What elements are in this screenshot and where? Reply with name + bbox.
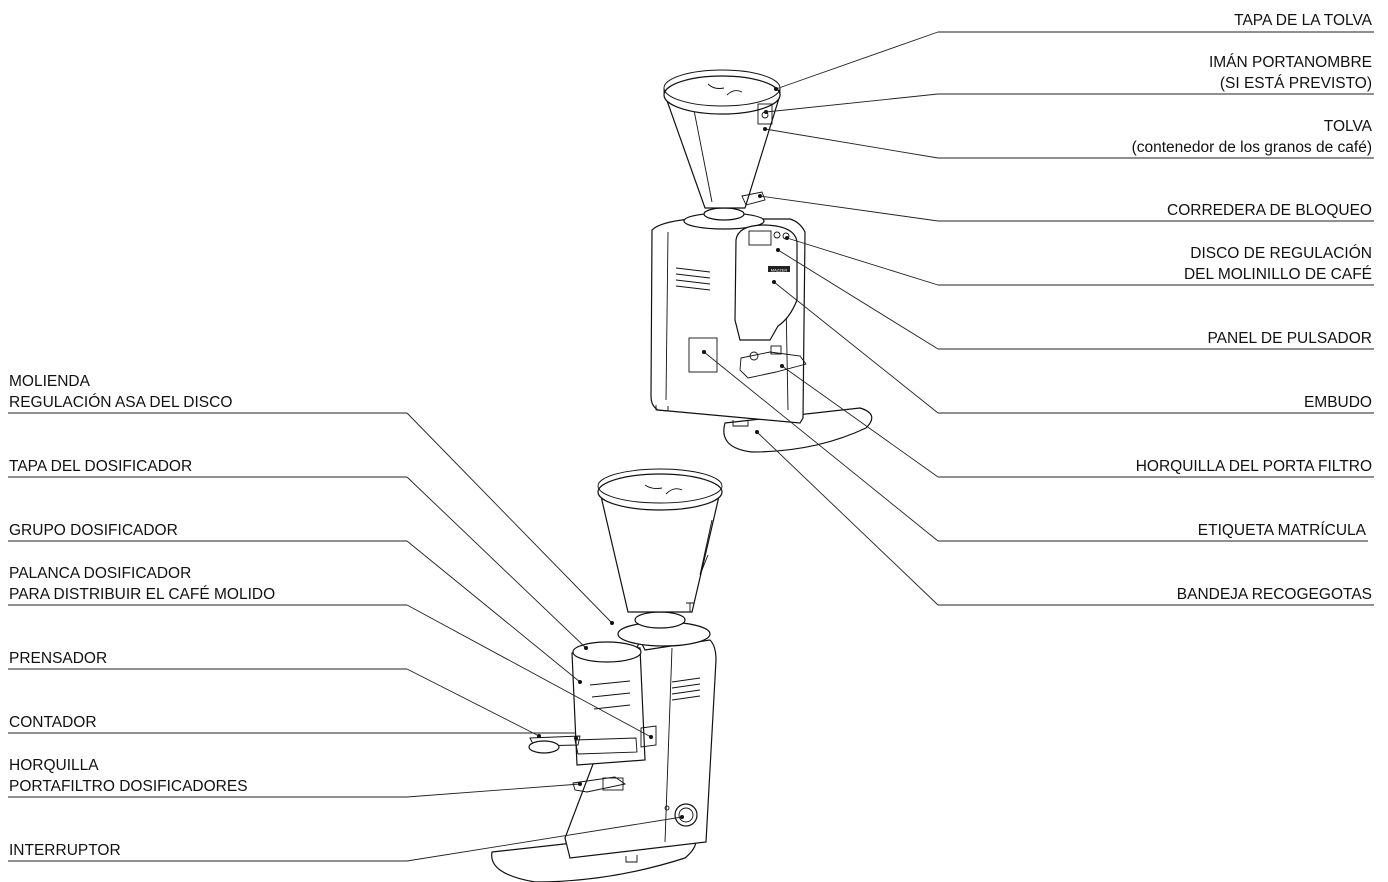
bottom-counter: [574, 737, 638, 755]
label-horquilla: HORQUILLA: [9, 757, 99, 774]
top-grinder-illustration: [650, 69, 873, 453]
label-interruptor: INTERRUPTOR: [9, 842, 121, 859]
label-etiqueta-matricula: ETIQUETA MATRÍCULA: [1198, 522, 1367, 539]
top-portafilter-fork: [739, 351, 807, 379]
top-magnet: [757, 103, 773, 125]
bottom-doser-lid: [572, 641, 642, 663]
label-tolva: TOLVA: [1324, 118, 1373, 135]
label-bandeja: BANDEJA RECOGEGOTAS: [1177, 586, 1372, 603]
top-brand-plate: [768, 266, 790, 272]
brand-plate-text: MAZZER: [771, 268, 788, 273]
label-iman-previsto: (SI ESTÁ PREVISTO): [1220, 75, 1372, 92]
top-control-head: [734, 224, 798, 341]
right-labels: TAPA DE LA TOLVA IMÁN PORTANOMBRE (SI ES…: [1132, 12, 1373, 603]
top-hopper-lid: [663, 75, 781, 115]
bottom-switch: [674, 803, 698, 827]
label-regulacion-asa: REGULACIÓN ASA DEL DISCO: [9, 394, 232, 411]
left-labels: MOLIENDA REGULACIÓN ASA DEL DISCO TAPA D…: [9, 373, 275, 859]
label-tolva-contenedor: (contenedor de los granos de café): [1132, 139, 1372, 156]
label-grupo-dosificador: GRUPO DOSIFICADOR: [9, 522, 178, 539]
label-palanca-distribuir: PARA DISTRIBUIR EL CAFÉ MOLIDO: [9, 586, 275, 603]
bottom-doser-lever: [640, 725, 657, 748]
label-tapa-dosificador: TAPA DEL DOSIFICADOR: [9, 458, 192, 475]
bottom-grinder-illustration: [491, 468, 723, 882]
bottom-doser-group: [571, 645, 646, 766]
label-prensador: PRENSADOR: [9, 650, 107, 667]
bottom-hopper-lid: [597, 473, 723, 511]
label-disco-regulacion: DISCO DE REGULACIÓN: [1190, 245, 1372, 262]
label-molienda: MOLIENDA: [9, 373, 91, 390]
top-display: [748, 230, 772, 246]
label-iman-portanombre: IMÁN PORTANOMBRE: [1209, 54, 1372, 71]
top-locking-slide: [741, 191, 766, 206]
top-id-plate: [688, 337, 718, 373]
label-corredera: CORREDERA DE BLOQUEO: [1167, 202, 1372, 219]
right-leader-lines: [702, 31, 1374, 606]
label-palanca-dosificador: PALANCA DOSIFICADOR: [9, 565, 191, 582]
top-drip-tray: [723, 407, 873, 453]
label-disco-molinillo: DEL MOLINILLO DE CAFÉ: [1184, 266, 1372, 283]
label-embudo: EMBUDO: [1304, 394, 1372, 411]
label-portafiltro-dosificadores: PORTAFILTRO DOSIFICADORES: [9, 778, 248, 795]
label-panel-pulsador: PANEL DE PULSADOR: [1207, 330, 1372, 347]
label-horquilla-porta-filtro: HORQUILLA DEL PORTA FILTRO: [1136, 458, 1372, 475]
label-contador: CONTADOR: [9, 714, 97, 731]
left-leader-lines: [8, 412, 684, 862]
label-tapa-tolva: TAPA DE LA TOLVA: [1234, 12, 1373, 29]
